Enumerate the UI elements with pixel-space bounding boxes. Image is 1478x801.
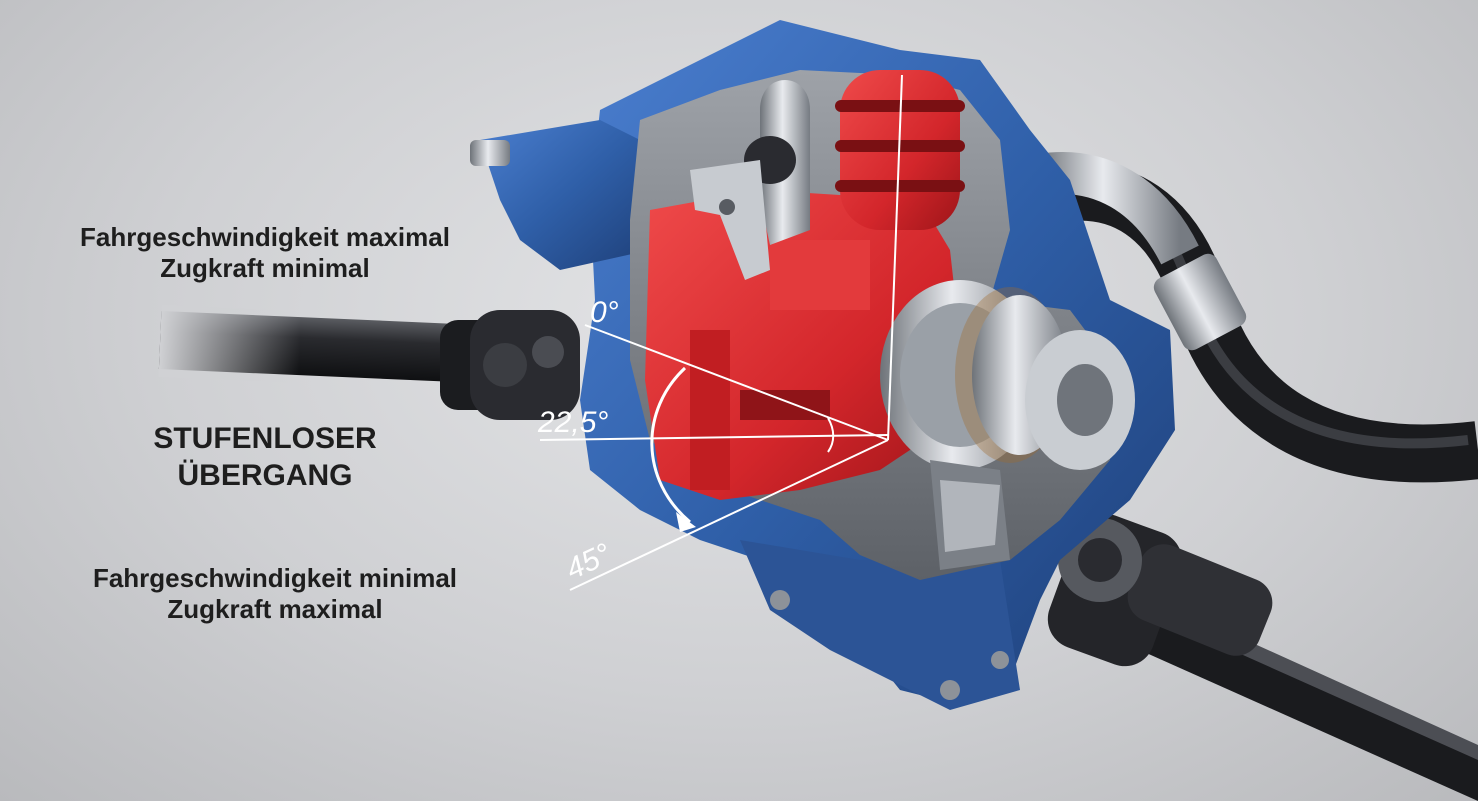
angle-line-45	[569, 439, 889, 591]
angle-line-22-5	[539, 434, 889, 441]
angle-arrow-head	[676, 512, 696, 532]
angle-label-22-5: 22,5°	[537, 406, 608, 439]
label-min-speed-line1: Fahrgeschwindigkeit minimal	[92, 563, 458, 593]
label-max-speed-line1: Fahrgeschwindigkeit maximal	[80, 222, 450, 252]
label-max-speed-line2: Zugkraft minimal	[160, 253, 370, 284]
angle-indicator: 0° 22,5° 45°	[537, 74, 903, 591]
angle-arc-small	[827, 417, 835, 453]
bearing-gear	[880, 280, 1135, 570]
left-drive-shaft	[158, 305, 580, 420]
label-min-speed-line2: Zugkraft maximal	[167, 594, 383, 625]
steel-elbow	[690, 80, 810, 280]
label-continuous-transition: STUFENLOSER ÜBERGANG	[110, 420, 420, 494]
label-min-speed: Fahrgeschwindigkeit minimal Zugkraft max…	[20, 563, 530, 625]
label-max-speed: Fahrgeschwindigkeit maximal Zugkraft min…	[20, 222, 510, 284]
vertical-reference-line	[887, 74, 903, 441]
hydraulic-hose	[1036, 152, 1478, 483]
right-output-shaft	[1047, 513, 1478, 801]
label-transition-line1: STUFENLOSER	[153, 422, 377, 455]
angle-label-45: 45°	[561, 537, 616, 586]
angle-arc-large	[650, 366, 691, 524]
angle-label-0: 0°	[590, 296, 619, 329]
label-transition-line2: ÜBERGANG	[177, 459, 353, 493]
swashplate	[645, 190, 960, 500]
angle-line-0	[584, 324, 889, 441]
